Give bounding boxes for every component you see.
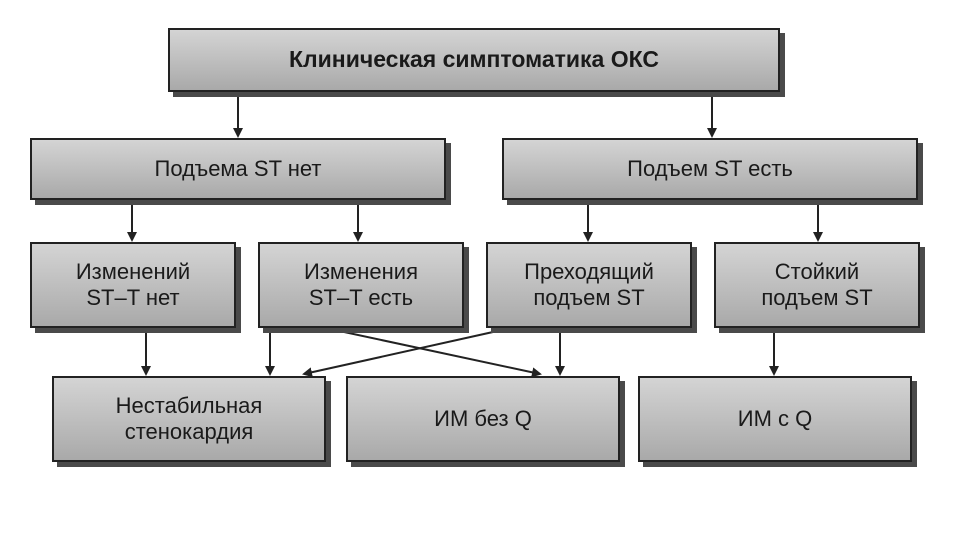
- arrow-transient-to-angina: [302, 325, 521, 378]
- persistent-st-elevation-label: Стойкий подъем ST: [761, 258, 873, 310]
- persistent-st-elevation-box: Стойкий подъем ST: [714, 242, 920, 328]
- no-st-elevation-label: Подъема ST нет: [154, 155, 322, 181]
- acs-symptoms-box: Клиническая симптоматика ОКС: [168, 28, 780, 92]
- st-elevation-box: Подъем ST есть: [502, 138, 918, 200]
- no-st-t-changes-label: Изменений ST–T нет: [75, 258, 191, 310]
- mi-without-q-label: ИМ без Q: [434, 405, 532, 431]
- st-t-changes-label: Изменения ST–T есть: [304, 258, 418, 310]
- arrow-changes-to-mi-without-q: [315, 325, 542, 378]
- st-elevation-label: Подъем ST есть: [627, 155, 793, 181]
- mi-without-q-box: ИМ без Q: [346, 376, 620, 462]
- mi-with-q-box: ИМ с Q: [638, 376, 912, 462]
- unstable-angina-label: Нестабильная стенокардия: [115, 392, 263, 444]
- mi-with-q-label: ИМ с Q: [737, 405, 813, 431]
- no-st-t-changes-box: Изменений ST–T нет: [30, 242, 236, 328]
- no-st-elevation-box: Подъема ST нет: [30, 138, 446, 200]
- unstable-angina-box: Нестабильная стенокардия: [52, 376, 326, 462]
- transient-st-elevation-box: Преходящий подъем ST: [486, 242, 692, 328]
- st-t-changes-box: Изменения ST–T есть: [258, 242, 464, 328]
- transient-st-elevation-label: Преходящий подъем ST: [524, 258, 654, 310]
- acs-symptoms-label: Клиническая симптоматика ОКС: [289, 46, 659, 73]
